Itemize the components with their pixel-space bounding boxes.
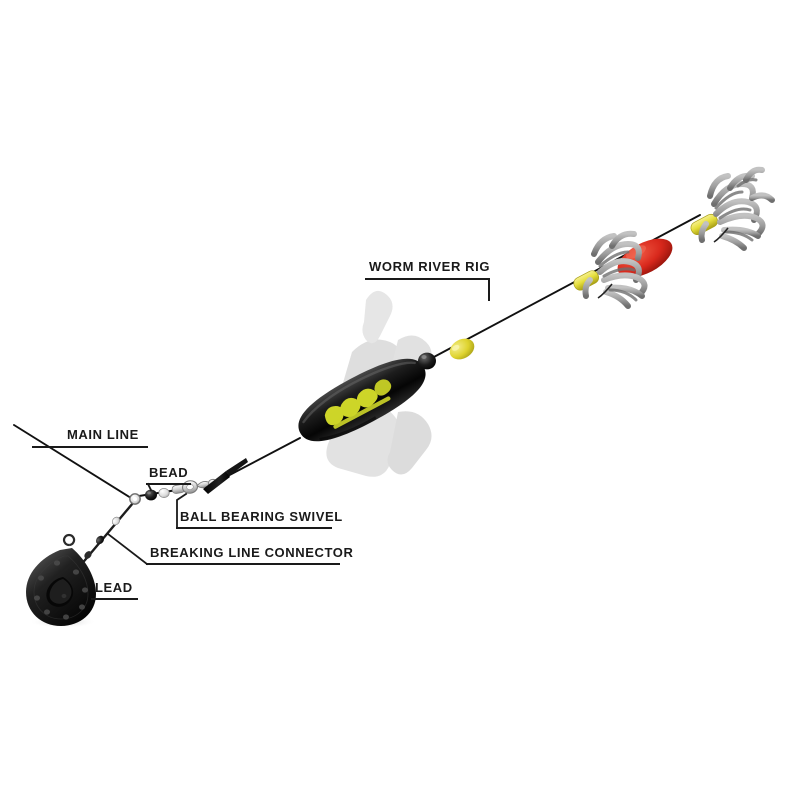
label-main-line: MAIN LINE bbox=[32, 427, 148, 448]
label-breaking-line-connector-text: BREAKING LINE CONNECTOR bbox=[150, 545, 354, 560]
yellow-bead bbox=[449, 338, 475, 360]
junction-ring bbox=[129, 493, 141, 505]
worm-tentacles-lower bbox=[582, 230, 648, 309]
label-lead-text: LEAD bbox=[95, 580, 133, 595]
label-lead: LEAD bbox=[91, 580, 138, 600]
label-ball-bearing-swivel-text: BALL BEARING SWIVEL bbox=[180, 509, 343, 524]
label-worm-river-rig-text: WORM RIVER RIG bbox=[369, 259, 490, 274]
worm-tentacles-upper-dark bbox=[714, 178, 758, 242]
shock-cone-sleeve bbox=[203, 458, 248, 494]
label-bead-text: BEAD bbox=[149, 465, 188, 480]
float-logo bbox=[324, 379, 392, 429]
upper-line-path bbox=[221, 437, 301, 480]
worm-bait-upper bbox=[690, 166, 775, 251]
label-main-line-text: MAIN LINE bbox=[67, 427, 139, 442]
rig-line-path bbox=[431, 214, 701, 359]
stopper-bead bbox=[418, 352, 436, 370]
bead-white bbox=[158, 488, 170, 498]
label-bead: BEAD bbox=[146, 465, 191, 492]
float-body bbox=[297, 358, 429, 442]
bead-black bbox=[145, 489, 157, 501]
worm-bait-lower bbox=[573, 230, 673, 309]
main-line-path bbox=[13, 424, 132, 499]
label-worm-river-rig: WORM RIVER RIG bbox=[365, 259, 490, 301]
label-ball-bearing-swivel: BALL BEARING SWIVEL bbox=[176, 492, 343, 529]
worm-tentacles-lower-dark bbox=[598, 250, 638, 302]
label-breaking-line-connector: BREAKING LINE CONNECTOR bbox=[106, 532, 354, 566]
breaking-line-connector bbox=[84, 516, 121, 559]
lead-weight bbox=[26, 533, 97, 628]
